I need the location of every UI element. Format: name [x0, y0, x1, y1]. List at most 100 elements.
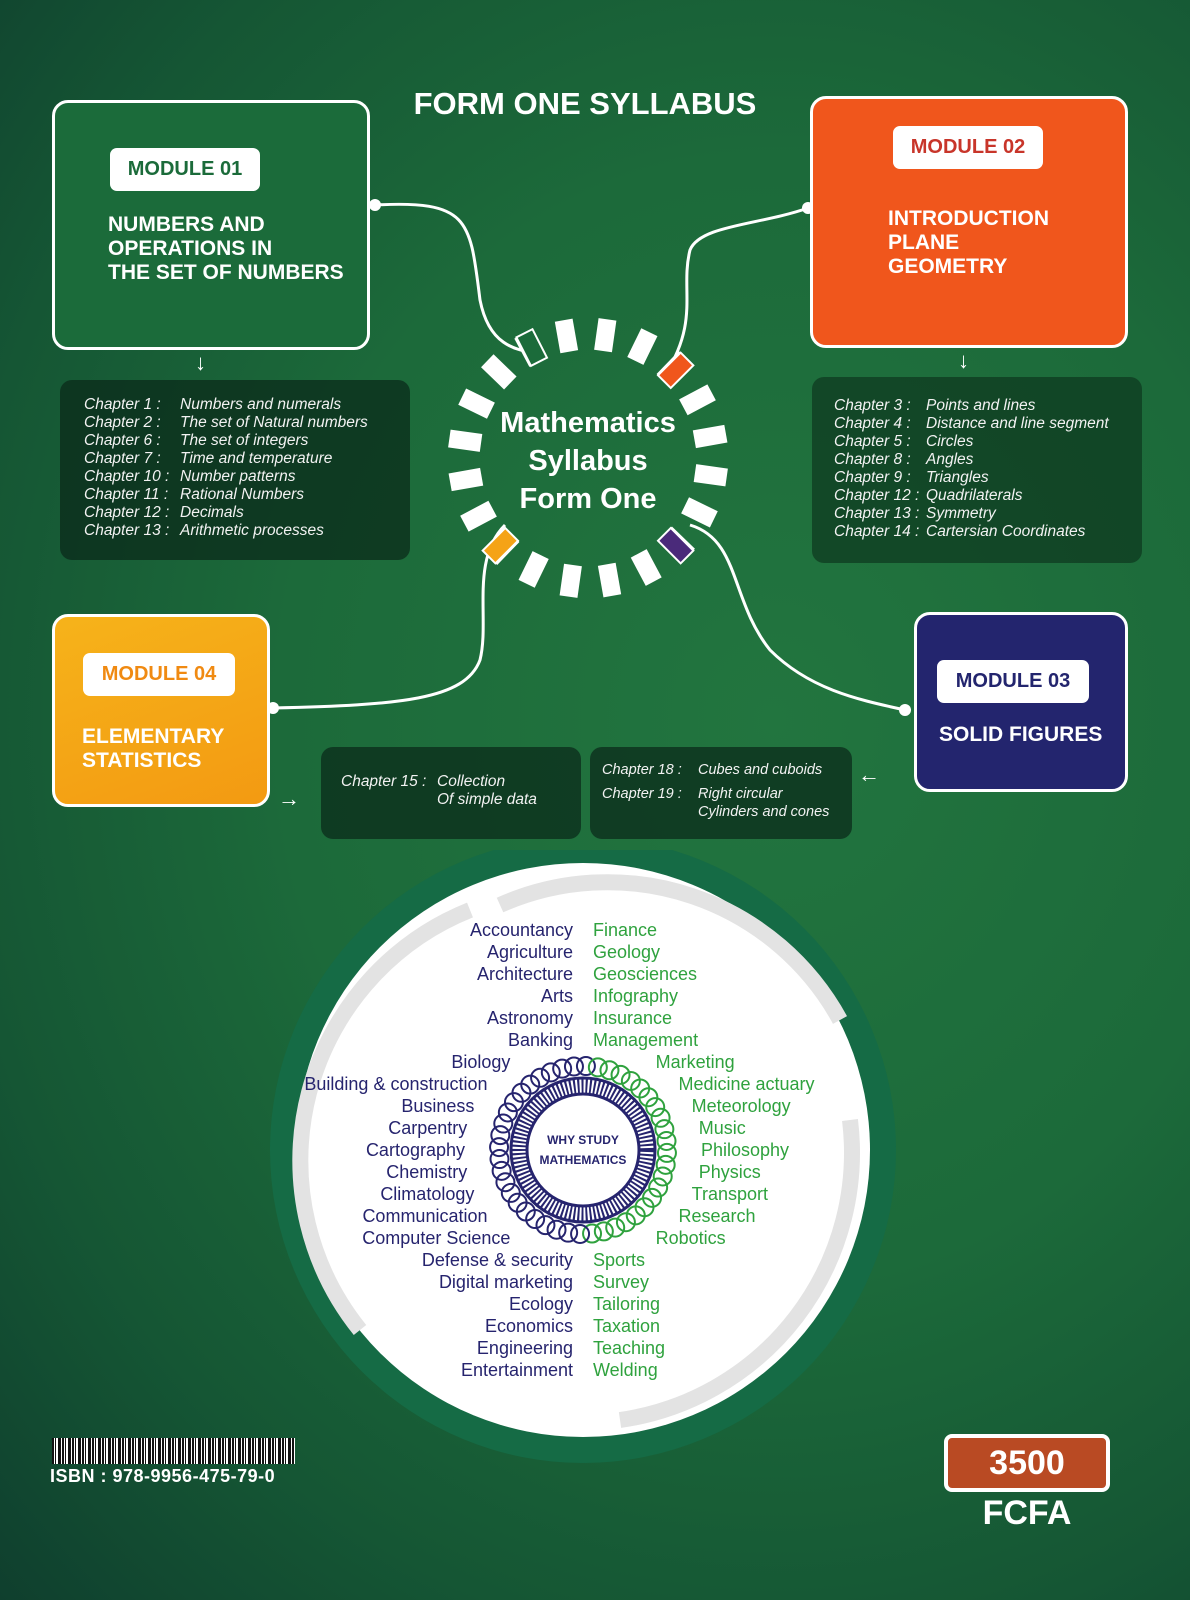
module-badge: MODULE 04 [83, 653, 235, 696]
ring-dash [692, 424, 728, 449]
career-word: Taxation [593, 1316, 660, 1336]
ring-circle [582, 1223, 603, 1244]
isbn: ISBN : 978-9956-475-79-0 [50, 1466, 276, 1486]
career-word: Architecture [477, 964, 573, 984]
career-word: Medicine actuary [678, 1074, 814, 1094]
career-word: Transport [692, 1184, 768, 1204]
ring-dash [679, 384, 716, 416]
career-word: Robotics [656, 1228, 726, 1248]
career-word: Cartography [366, 1140, 465, 1160]
ring-dash [594, 318, 617, 353]
page-title: FORM ONE SYLLABUS [413, 86, 757, 121]
module-03-card: MODULE 03 SOLID FIGURES [914, 612, 1128, 792]
ring-circle [638, 1087, 659, 1108]
ring-circle [520, 1074, 541, 1095]
career-word: Carpentry [388, 1118, 467, 1138]
chapter-item: Chapter 13 :Arithmetic processes [84, 522, 410, 540]
module-title: ELEMENTARY STATISTICS [82, 725, 225, 772]
career-word: Music [699, 1118, 746, 1138]
ring-circle [558, 1222, 579, 1243]
career-word: Tailoring [593, 1294, 660, 1314]
chapter-title: Distance and line segment [926, 415, 1109, 432]
wheel-center-line-2: MATHEMATICS [540, 1153, 627, 1167]
chapter-number: Chapter 13 : [84, 522, 170, 539]
ring-circle [546, 1219, 567, 1240]
chapter-number: Chapter 14 : [834, 523, 920, 540]
chapter-item: Chapter 14 : Cartersian Coordinates [834, 523, 1142, 541]
chapter-item: Chapter 1 :Numbers and numerals [84, 396, 410, 414]
connector-module-03 [689, 523, 906, 712]
chapter-number: Chapter 19 : [602, 786, 682, 802]
career-word: Climatology [380, 1184, 474, 1204]
ring-color-marker [656, 526, 695, 565]
ring-circle [491, 1160, 512, 1181]
center-line-1: Mathematics [500, 407, 676, 439]
ring-dash [681, 497, 718, 528]
chapter-item: Chapter 13 :Symmetry [834, 505, 1142, 523]
chapter-title: Time and temperature [180, 450, 333, 467]
center-line-2: Syllabus [528, 445, 647, 477]
career-word: Physics [699, 1162, 761, 1182]
chapter-number: Chapter 2 : [84, 414, 161, 431]
ring-circle [605, 1217, 626, 1238]
chapter-title: Symmetry [926, 505, 996, 522]
chapter-title: Angles [926, 451, 974, 468]
chapter-number: Chapter 6 : [84, 432, 161, 449]
ring-circle [599, 1060, 620, 1081]
connector-lines [272, 202, 906, 712]
chapter-number: Chapter 5 : [834, 433, 911, 450]
chapter-number: Chapter 4 : [834, 415, 911, 432]
career-word: Geology [593, 942, 660, 962]
chapter-item: Chapter 6 :The set of integers [84, 432, 410, 450]
career-word: Building & construction [304, 1074, 487, 1094]
career-word: Astronomy [487, 1008, 573, 1028]
chapter-item: Chapter 2 : The set of Natural numbers [84, 414, 410, 432]
barcode [52, 1438, 295, 1464]
ring-color-marker [515, 327, 549, 368]
chapter-item: Chapter 18 :Cubes and cuboids [602, 761, 852, 779]
wheel-grey-arcs [292, 874, 860, 1428]
career-word: Infography [593, 986, 678, 1006]
chapter-number: Chapter 15 : [341, 773, 427, 790]
chapter-title: The set of Natural numbers [180, 414, 368, 431]
ring-of-circles [489, 1056, 677, 1244]
career-word: Biology [451, 1052, 510, 1072]
chapter-number: Chapter 12 : [84, 504, 170, 521]
chapter-item: Chapter 12 :Decimals [84, 504, 410, 522]
ring-circle [570, 1223, 591, 1244]
career-word: Banking [508, 1030, 573, 1050]
chapter-item: Chapter 12 :Quadrilaterals [834, 487, 1142, 505]
ring-dash [559, 563, 582, 598]
chapter-title: Right circular Cylinders and cones [698, 786, 830, 820]
ring-circle [625, 1205, 646, 1226]
ring-circle [490, 1125, 511, 1146]
ring-circle [655, 1154, 676, 1175]
chapter-title: Points and lines [926, 397, 1036, 414]
arrow-left-icon: ← [858, 762, 880, 787]
ring-circle [656, 1130, 677, 1151]
module-title: INTRODUCTION PLANE GEOMETRY [888, 207, 1049, 278]
module-01-card: MODULE 01 NUMBERS AND OPERATIONS IN THE … [52, 100, 370, 350]
module-badge: MODULE 03 [937, 660, 1089, 703]
ring-circle [489, 1137, 510, 1158]
chapter-title: Cartersian Coordinates [926, 523, 1086, 540]
chapter-item: Chapter 3 :Points and lines [834, 397, 1142, 415]
module-04-chapters: Chapter 15 :Collection Of simple data [321, 747, 581, 839]
ring-dash [448, 429, 483, 452]
chapter-item: Chapter 5 :Circles [834, 433, 1142, 451]
ring-dash [554, 318, 579, 354]
ring-circle [493, 1113, 514, 1134]
ring-circle [552, 1058, 573, 1079]
career-word: Accountancy [470, 920, 573, 940]
career-word: Chemistry [386, 1162, 467, 1182]
career-word: Economics [485, 1316, 573, 1336]
chapter-title: Numbers and numerals [180, 396, 342, 413]
module-04-card: MODULE 04 ELEMENTARY STATISTICS [52, 614, 270, 807]
ring-dash [518, 551, 549, 588]
ring-circle [615, 1212, 636, 1233]
syllabus-diagram: Mathematics Syllabus Form One [272, 202, 906, 712]
ring-circle [530, 1067, 551, 1088]
chapter-number: Chapter 8 : [834, 451, 911, 468]
career-word: Agriculture [487, 942, 573, 962]
